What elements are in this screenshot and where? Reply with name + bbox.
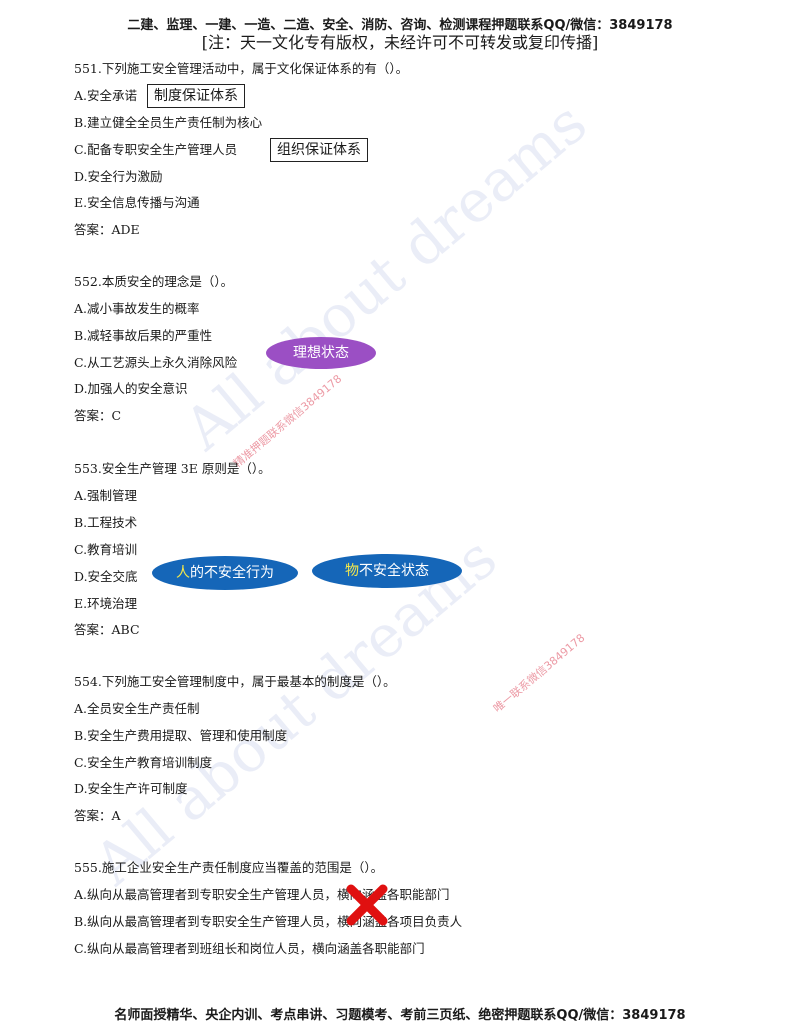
option: E.环境治理 xyxy=(74,596,138,611)
pill-highlight: 物 xyxy=(345,563,359,579)
pill-label: 不安全状态 xyxy=(359,563,429,579)
pill-label: 的不安全行为 xyxy=(190,565,274,581)
option: E.安全信息传播与沟通 xyxy=(74,195,200,210)
pill-label: 理想状态 xyxy=(293,345,349,361)
option: D.安全生产许可制度 xyxy=(74,781,188,796)
question-stem: 554.下列施工安全管理制度中，属于最基本的制度是（）。 xyxy=(74,674,396,689)
option: A.安全承诺 xyxy=(74,88,138,103)
option: B.工程技术 xyxy=(74,515,138,530)
answer: 答案：ADE xyxy=(74,222,140,237)
annotation-pill: 理想状态 xyxy=(266,337,376,369)
option: B.安全生产费用提取、管理和使用制度 xyxy=(74,728,288,743)
pill-highlight: 人 xyxy=(176,565,190,581)
copyright-notice: [注：天一文化专有版权，未经许可不可转发或复印传播] xyxy=(201,33,599,52)
option: D.加强人的安全意识 xyxy=(74,381,188,396)
answer: 答案：C xyxy=(74,408,122,423)
annotation-pill: 人的不安全行为 xyxy=(152,556,298,590)
question-stem: 551.下列施工安全管理活动中，属于文化保证体系的有（）。 xyxy=(74,61,409,76)
option: A.纵向从最高管理者到专职安全生产管理人员，横向涵盖各职能部门 xyxy=(74,887,450,902)
red-x-icon xyxy=(346,884,388,926)
question-stem: 553.安全生产管理 3E 原则是（）。 xyxy=(74,461,271,476)
option: C.从工艺源头上永久消除风险 xyxy=(74,355,238,370)
option: A.强制管理 xyxy=(74,488,138,503)
option: A.全员安全生产责任制 xyxy=(74,701,200,716)
answer: 答案：A xyxy=(74,808,121,823)
question-stem: 555.施工企业安全生产责任制度应当覆盖的范围是（）。 xyxy=(74,860,384,875)
option: B.建立健全全员生产责任制为核心 xyxy=(74,115,263,130)
annotation-pill: 物不安全状态 xyxy=(312,554,462,588)
page-header: 二建、监理、一建、一造、二造、安全、消防、咨询、检测课程押题联系QQ/微信：38… xyxy=(127,18,673,33)
page-footer: 名师面授精华、央企内训、考点串讲、习题模考、考前三页纸、绝密押题联系QQ/微信：… xyxy=(114,1008,686,1023)
option: C.纵向从最高管理者到班组长和岗位人员，横向涵盖各职能部门 xyxy=(74,941,425,956)
option: D.安全交底 xyxy=(74,569,138,584)
watermark-small-text: 唯一联系微信3849178 xyxy=(491,631,588,716)
option: D.安全行为激励 xyxy=(74,169,163,184)
annotation-box: 组织保证体系 xyxy=(270,138,368,162)
option: B.减轻事故后果的严重性 xyxy=(74,328,213,343)
annotation-box: 制度保证体系 xyxy=(147,84,245,108)
option: C.安全生产教育培训制度 xyxy=(74,755,213,770)
option: C.教育培训 xyxy=(74,542,138,557)
option: A.减小事故发生的概率 xyxy=(74,301,200,316)
question-stem: 552.本质安全的理念是（）。 xyxy=(74,274,234,289)
option: B.纵向从最高管理者到专职安全生产管理人员，横向涵盖各项目负责人 xyxy=(74,914,463,929)
answer: 答案：ABC xyxy=(74,622,140,637)
option: C.配备专职安全生产管理人员 xyxy=(74,142,238,157)
watermark-small-text: 精准押题联系微信3849178 xyxy=(231,372,345,471)
